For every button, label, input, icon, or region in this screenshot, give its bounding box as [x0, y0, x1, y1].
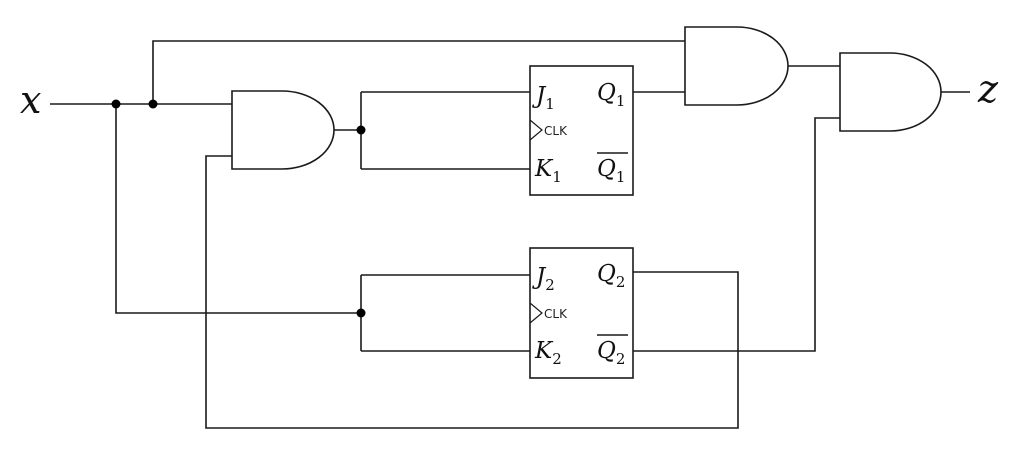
and-gate-1 — [231, 90, 335, 170]
output-z-label: z — [977, 67, 999, 111]
clock-input-icon — [529, 302, 543, 324]
wire-q2bar-to-and3 — [633, 117, 840, 352]
flip-flop-2: CLK J2 K2 Q2 Q2 — [529, 247, 634, 379]
j2-label: J2 — [532, 264, 555, 294]
and-gate-2 — [684, 26, 789, 106]
wires — [50, 40, 970, 429]
q1-bar-label: Q1 — [597, 156, 625, 186]
flip-flop-1: CLK J1 K1 Q1 Q1 — [529, 65, 634, 196]
wire-x-to-and2 — [152, 40, 685, 104]
junction-dot — [148, 99, 158, 109]
j1-label: J1 — [532, 83, 555, 113]
wire-x-to-ff2 — [115, 104, 361, 314]
clock-input-icon — [529, 119, 543, 141]
k2-label: K2 — [534, 338, 562, 368]
and-gate-3 — [839, 52, 942, 132]
wire-q2-feedback — [205, 155, 739, 429]
input-x-label: x — [20, 78, 41, 122]
q2-label: Q2 — [597, 261, 625, 291]
junctions — [111, 99, 366, 318]
junction-dot — [111, 99, 121, 109]
junction-dot — [356, 125, 366, 135]
q2-bar-label: Q2 — [597, 338, 625, 368]
q1-label: Q1 — [597, 80, 625, 110]
clk-label: CLK — [544, 307, 568, 321]
k1-label: K1 — [534, 156, 562, 186]
junction-dot — [356, 308, 366, 318]
flip-flop-2-box — [529, 247, 634, 379]
clk-label: CLK — [544, 124, 568, 138]
flip-flop-1-box — [529, 65, 634, 196]
